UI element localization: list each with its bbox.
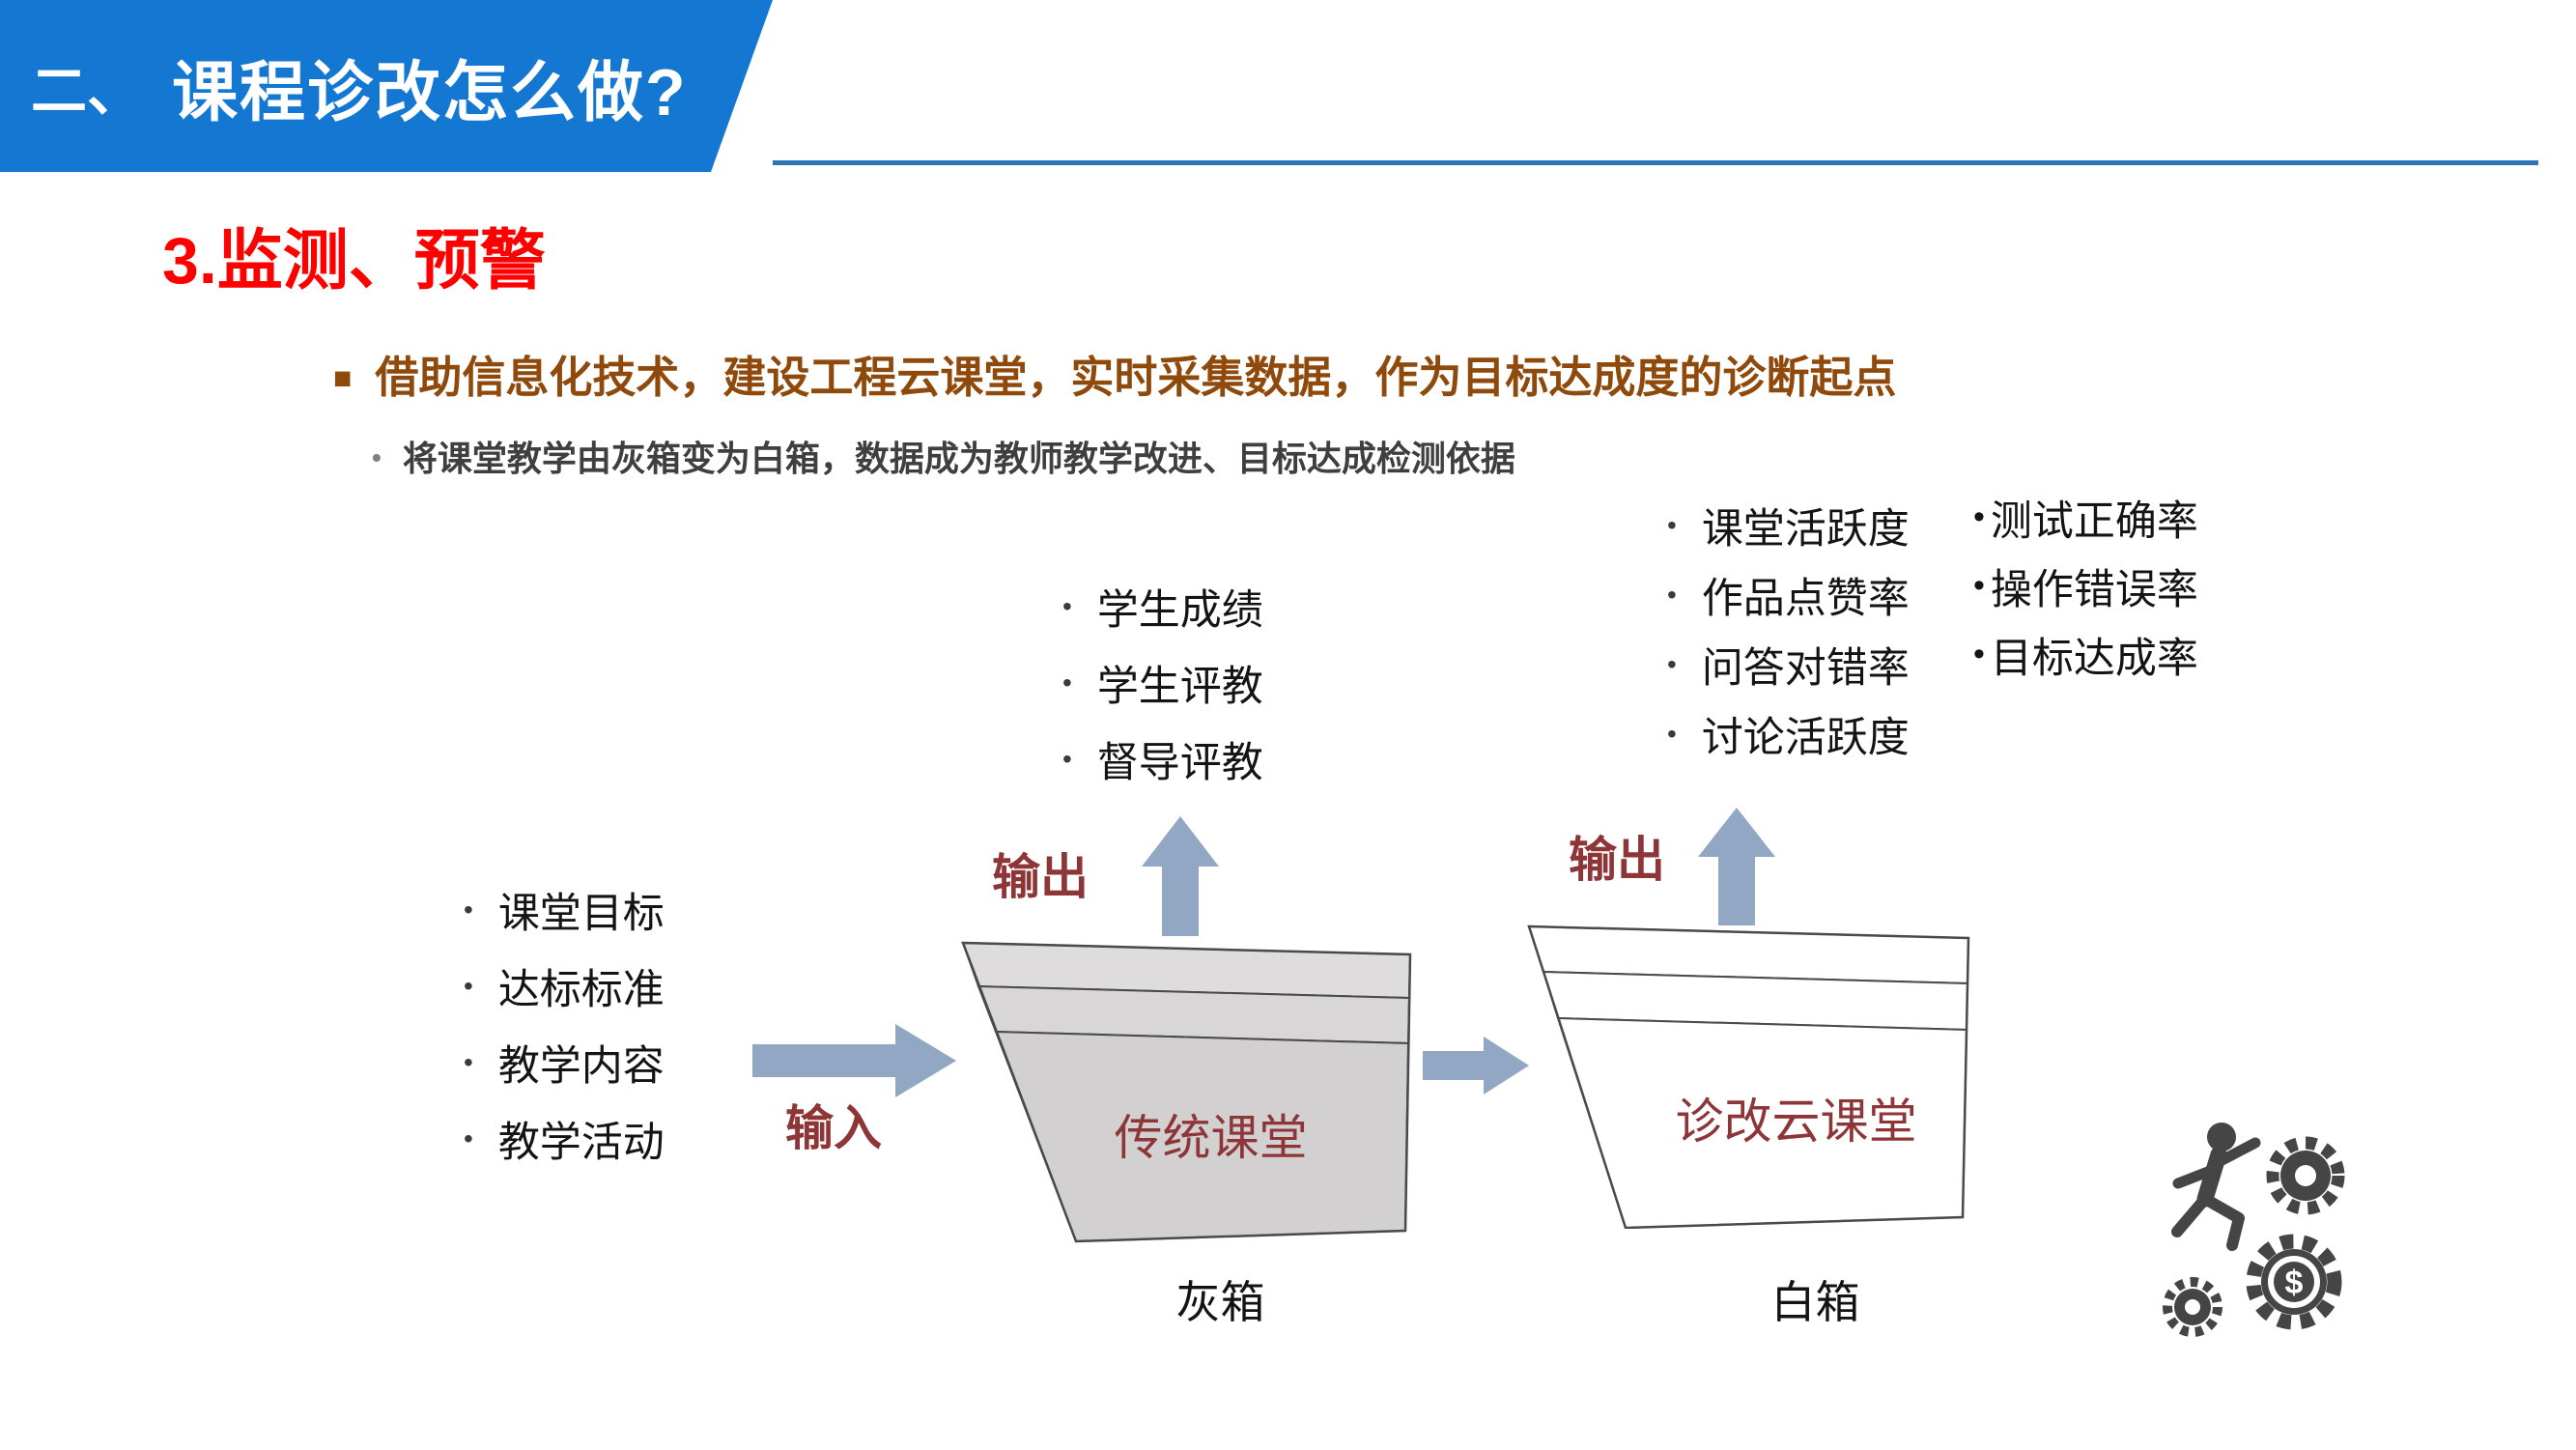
output-arrow-left bbox=[1142, 816, 1219, 936]
input-label: 输入 bbox=[785, 1101, 882, 1155]
list-item-text: 达标标准 bbox=[497, 966, 665, 1013]
dot-bullet-icon: • bbox=[372, 442, 382, 472]
list-item-text: 教学内容 bbox=[497, 1042, 665, 1090]
list-item: • 课堂活跃度 bbox=[1667, 491, 1910, 560]
list-item: •操作错误率 bbox=[1973, 552, 2198, 620]
output-arrow-right bbox=[1698, 808, 1775, 925]
sub-bullet-text: 将课堂教学由灰箱变为白箱，数据成为教师教学改进、目标达成检测依据 bbox=[402, 439, 1515, 478]
list-item: • 课堂目标 bbox=[464, 871, 665, 948]
bullet-icon: • bbox=[1667, 719, 1677, 749]
bullet-icon: • bbox=[464, 970, 473, 1001]
white-box-caption: 白箱 bbox=[1770, 1277, 1860, 1327]
list-item: • 学生成绩 bbox=[1062, 568, 1263, 644]
gear-icon bbox=[2266, 1136, 2345, 1215]
dollar-sign: $ bbox=[2285, 1265, 2304, 1301]
list-item-text: 测试正确率 bbox=[1990, 498, 2198, 545]
white-box-outline bbox=[1527, 924, 1970, 1229]
bullet-icon: • bbox=[1973, 636, 1985, 672]
list-item: • 达标标准 bbox=[464, 948, 665, 1024]
list-item-text: 问答对错率 bbox=[1701, 645, 1910, 692]
bullet-icon: • bbox=[464, 1123, 473, 1153]
banner-title: 课程诊改怎么做? bbox=[172, 55, 688, 129]
list-item-text: 课堂活跃度 bbox=[1701, 506, 1910, 553]
gray-box-caption: 灰箱 bbox=[1175, 1277, 1265, 1327]
dollar-gear-icon: $ bbox=[2246, 1234, 2342, 1330]
bullet-icon: • bbox=[464, 1046, 473, 1077]
list-item-text: 课堂目标 bbox=[497, 890, 665, 937]
gray-output-list: • 学生成绩 • 学生评教 • 督导评教 bbox=[1062, 568, 1263, 797]
bullet-icon: • bbox=[1667, 649, 1677, 679]
list-item-text: 学生评教 bbox=[1096, 663, 1263, 710]
list-item: • 学生评教 bbox=[1062, 644, 1263, 721]
white-box-title: 诊改云课堂 bbox=[1675, 1095, 1917, 1149]
list-item-text: 目标达成率 bbox=[1990, 635, 2198, 682]
output-label-left: 输出 bbox=[992, 850, 1089, 904]
list-item-text: 教学活动 bbox=[497, 1119, 665, 1166]
person-head bbox=[2207, 1123, 2236, 1151]
gray-box bbox=[961, 941, 1412, 1243]
gear-icon bbox=[2163, 1277, 2222, 1337]
list-item-text: 讨论活跃度 bbox=[1701, 715, 1910, 761]
list-item: • 作品点赞率 bbox=[1667, 560, 1910, 630]
section-heading: 3.监测、预警 bbox=[162, 224, 546, 298]
list-item-text: 学生成绩 bbox=[1096, 586, 1263, 634]
bullet-icon: • bbox=[1973, 498, 1985, 535]
cloud-output-list-1: • 课堂活跃度 • 作品点赞率 • 问答对错率 • 讨论活跃度 bbox=[1667, 491, 1910, 769]
bullet-icon: • bbox=[1973, 567, 1985, 604]
list-item: •目标达成率 bbox=[1973, 620, 2198, 689]
list-item: • 教学内容 bbox=[464, 1024, 665, 1100]
section-number: 二、 bbox=[31, 60, 144, 123]
list-item-text: 作品点赞率 bbox=[1701, 576, 1910, 622]
input-factor-list: • 课堂目标 • 达标标准 • 教学内容 • 教学活动 bbox=[464, 871, 665, 1177]
white-box bbox=[1527, 924, 1970, 1229]
bullet-icon: • bbox=[1667, 510, 1677, 540]
list-item: •测试正确率 bbox=[1973, 483, 2198, 552]
gray-to-white-arrow bbox=[1423, 1037, 1529, 1095]
bullet-icon: • bbox=[1062, 667, 1072, 697]
list-item-text: 操作错误率 bbox=[1990, 566, 2198, 613]
main-bullet: ■ 借助信息化技术，建设工程云课堂，实时采集数据，作为目标达成度的诊断起点 bbox=[333, 350, 1896, 406]
bullet-icon: • bbox=[1062, 590, 1072, 621]
list-item: • 讨论活跃度 bbox=[1667, 699, 1910, 769]
list-item: • 问答对错率 bbox=[1667, 630, 1910, 699]
gray-box-title: 传统课堂 bbox=[1114, 1111, 1308, 1165]
cloud-output-list-2: •测试正确率 •操作错误率 •目标达成率 bbox=[1973, 483, 2198, 689]
list-item: • 督导评教 bbox=[1062, 721, 1263, 797]
list-item-text: 督导评教 bbox=[1096, 739, 1263, 786]
bullet-icon: • bbox=[1062, 743, 1072, 774]
gray-box-outline bbox=[961, 941, 1412, 1243]
bullet-icon: • bbox=[464, 894, 473, 924]
main-bullet-text: 借助信息化技术，建设工程云课堂，实时采集数据，作为目标达成度的诊断起点 bbox=[375, 353, 1897, 402]
running-person-gears-icon: $ bbox=[2163, 1123, 2345, 1337]
sub-bullet: • 将课堂教学由灰箱变为白箱，数据成为教师教学改进、目标达成检测依据 bbox=[372, 437, 1515, 481]
title-banner: 二、 课程诊改怎么做? bbox=[0, 0, 773, 172]
square-bullet-icon: ■ bbox=[333, 360, 353, 395]
list-item: • 教学活动 bbox=[464, 1100, 665, 1177]
bullet-icon: • bbox=[1667, 580, 1677, 610]
output-label-right: 输出 bbox=[1569, 833, 1665, 887]
header-rule bbox=[773, 160, 2538, 165]
input-arrow bbox=[752, 1024, 956, 1097]
